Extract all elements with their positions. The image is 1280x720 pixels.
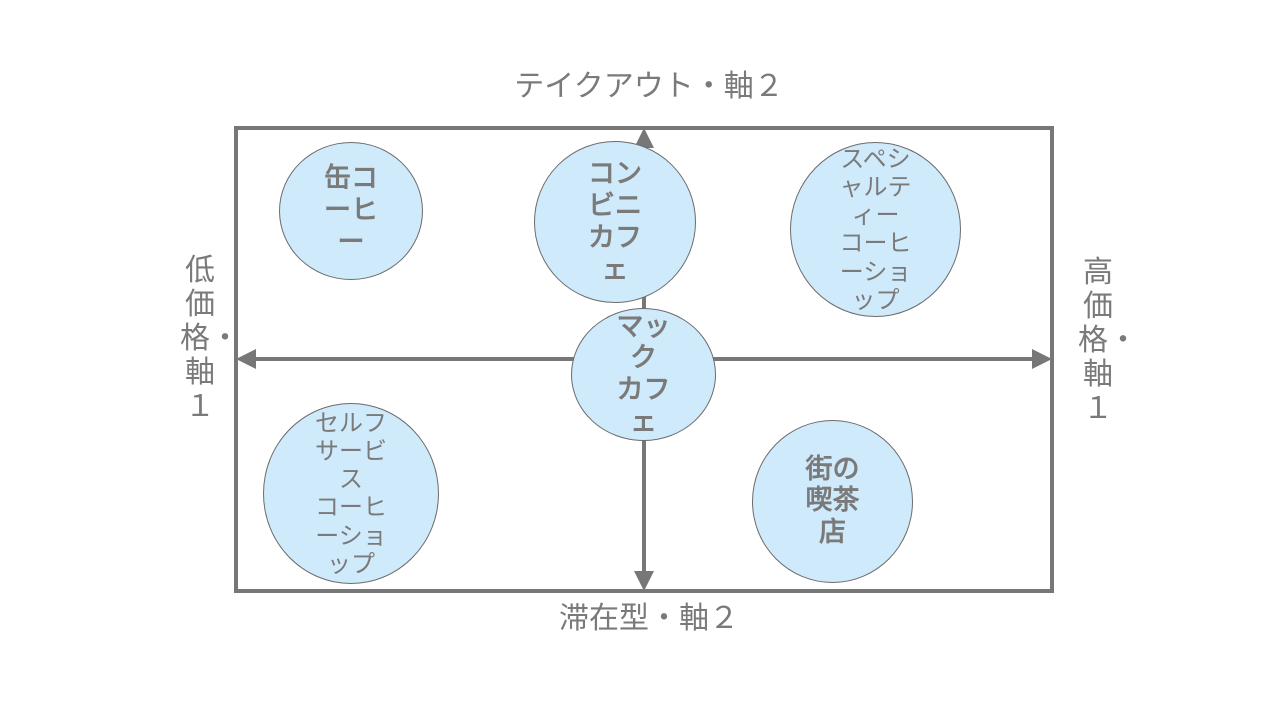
bubble-label: スペシャルティー コーヒーショップ	[839, 144, 912, 315]
bubble-town-kissaten: 街の 喫茶店	[752, 420, 913, 583]
axis-label-takeout: テイクアウト・軸２	[514, 69, 784, 104]
bubble-convenience-cafe: コンビニ カフェ	[534, 141, 696, 303]
axis-label-high-price: 高価格・軸１	[1078, 255, 1138, 426]
bubble-label: コンビニ カフェ	[588, 158, 642, 285]
bubble-label: 街の 喫茶店	[805, 453, 860, 549]
axis-label-stay: 滞在型・軸２	[559, 601, 739, 636]
bubble-label: セルフサービス コーヒーショップ	[315, 408, 387, 579]
bubble-self-service-coffee-shop: セルフサービス コーヒーショップ	[263, 403, 439, 584]
bubble-label: 缶コーヒー	[324, 163, 378, 258]
arrow-right-icon	[1032, 349, 1052, 369]
arrow-left-icon	[236, 349, 256, 369]
bubble-specialty-coffee-shop: スペシャルティー コーヒーショップ	[790, 142, 961, 317]
arrow-up-icon	[634, 128, 654, 148]
axis-label-low-price: 低価格・軸１	[180, 253, 240, 424]
bubble-mccafe: マック カフェ	[571, 308, 716, 441]
bubble-can-coffee: 缶コーヒー	[279, 142, 423, 280]
bubble-label: マック カフェ	[616, 310, 671, 438]
arrow-down-icon	[634, 571, 654, 591]
